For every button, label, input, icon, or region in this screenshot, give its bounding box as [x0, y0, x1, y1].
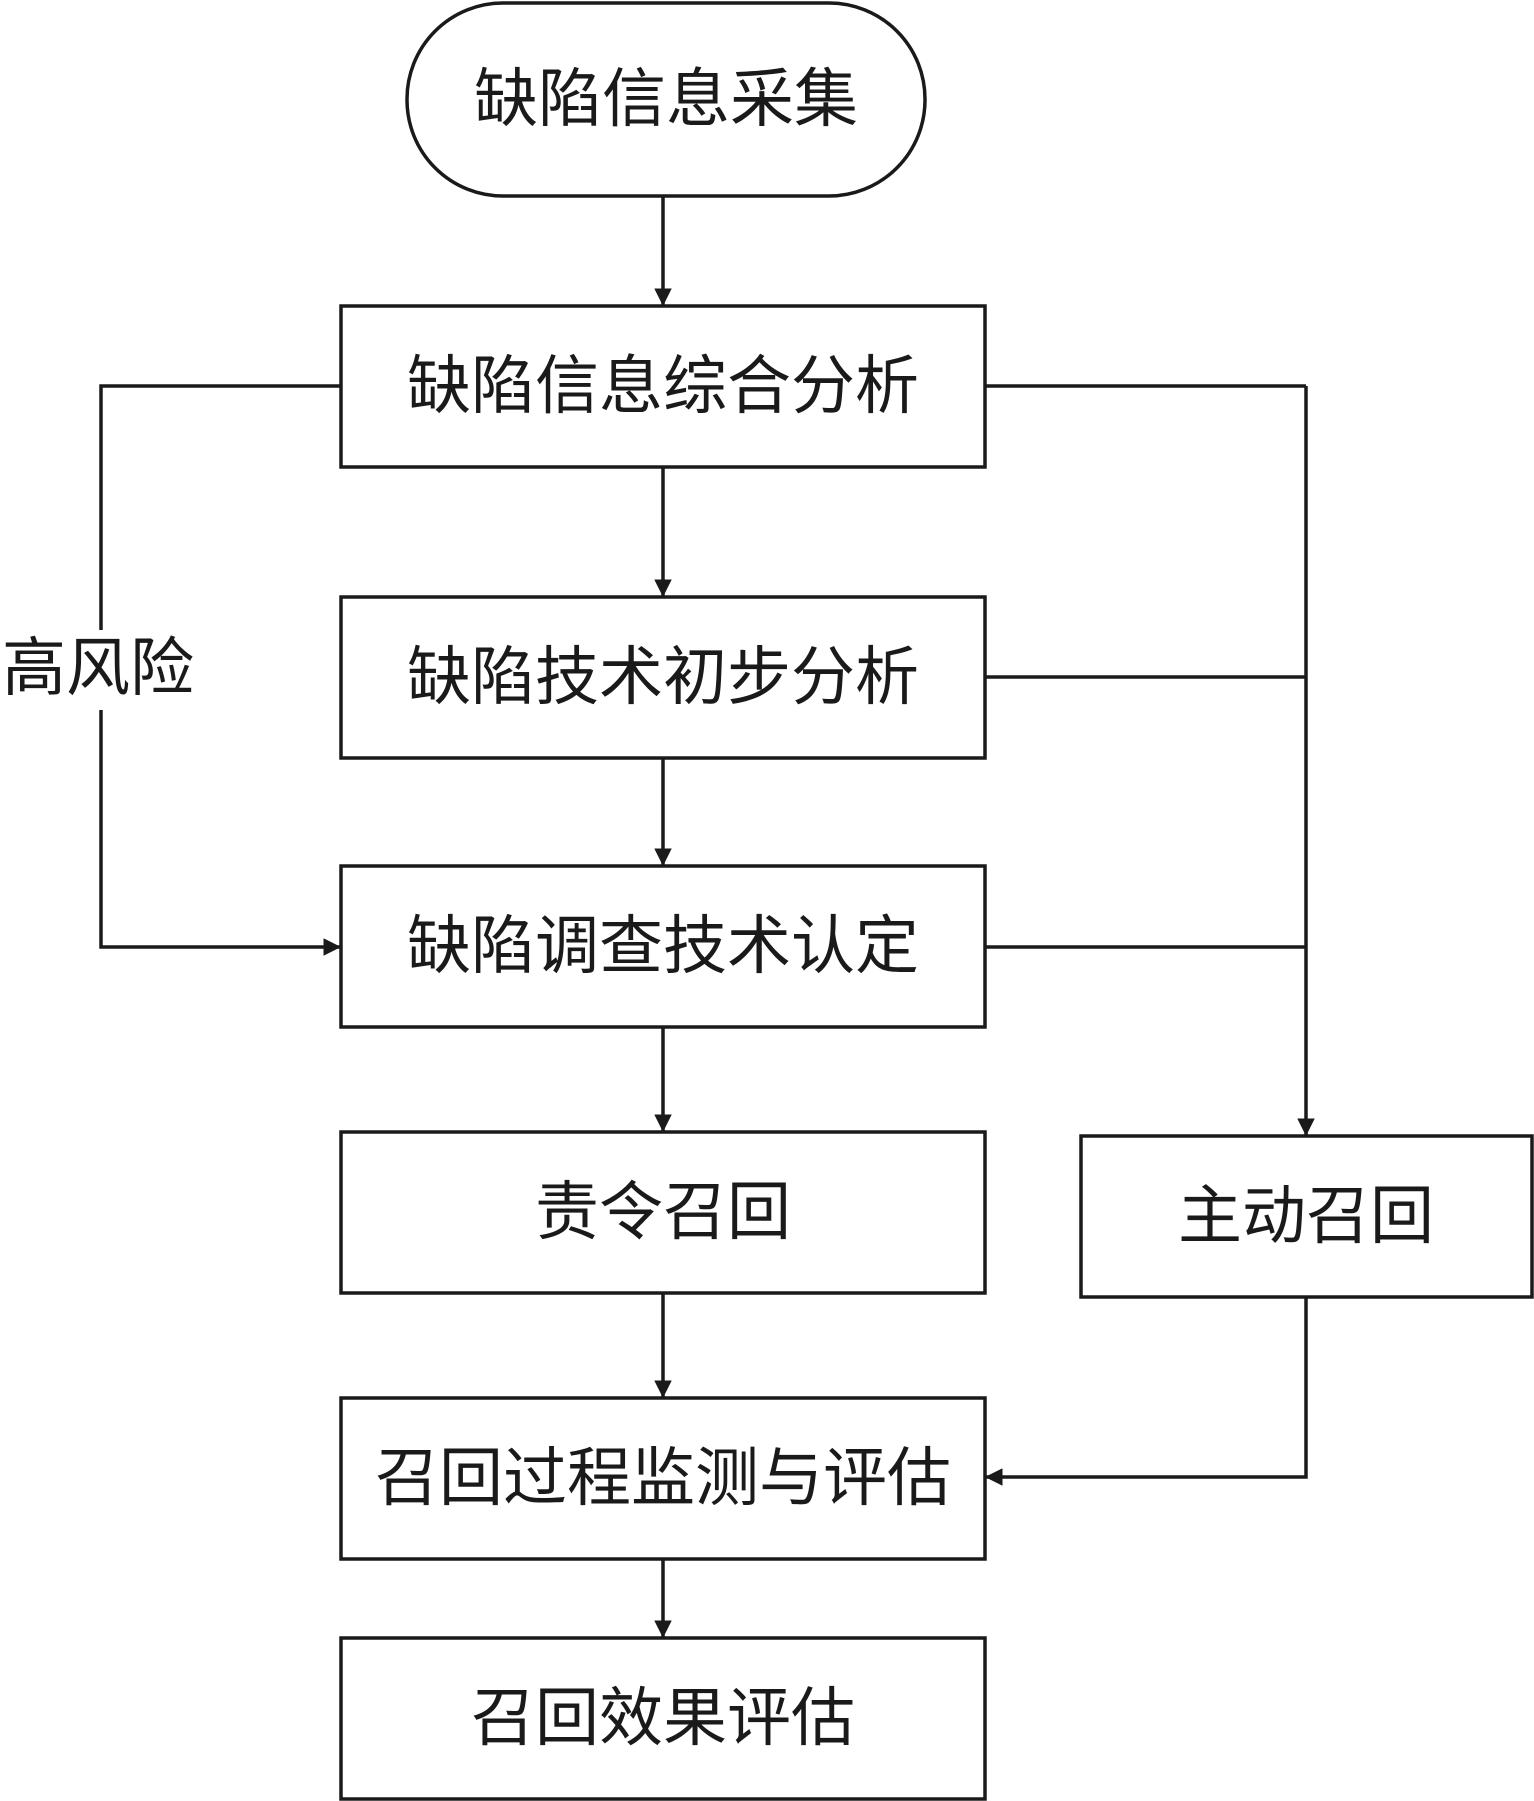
process-box — [339, 1636, 987, 1801]
node-defect-info-collection: 缺陷信息采集 — [405, 1, 927, 198]
node-label: 缺陷信息采集 — [474, 63, 858, 137]
node-label: 缺陷技术初步分析 — [407, 641, 919, 715]
node-voluntary-recall: 主动召回 — [1079, 1134, 1534, 1299]
process-box — [339, 864, 987, 1029]
node-label: 主动召回 — [1178, 1180, 1434, 1254]
edge-label-background — [0, 630, 205, 710]
node-mandatory-recall: 责令召回 — [339, 1130, 987, 1295]
node-recall-monitoring: 召回过程监测与评估 — [339, 1396, 987, 1561]
node-label: 召回过程监测与评估 — [375, 1442, 951, 1516]
node-investigation: 缺陷调查技术认定 — [339, 864, 987, 1029]
edge-voluntary-to-monitoring — [985, 1297, 1308, 1486]
node-comprehensive-analysis: 缺陷信息综合分析 — [339, 304, 987, 469]
node-label: 召回效果评估 — [471, 1682, 855, 1756]
node-label: 缺陷调查技术认定 — [407, 910, 919, 984]
terminal-shape — [405, 1, 927, 198]
node-preliminary-analysis: 缺陷技术初步分析 — [339, 595, 987, 760]
edge-label-high-risk: 高风险 — [2, 632, 194, 706]
node-label: 缺陷信息综合分析 — [407, 350, 919, 424]
node-label: 责令召回 — [535, 1176, 791, 1250]
process-box — [339, 304, 987, 469]
node-recall-effect-evaluation: 召回效果评估 — [339, 1636, 987, 1801]
